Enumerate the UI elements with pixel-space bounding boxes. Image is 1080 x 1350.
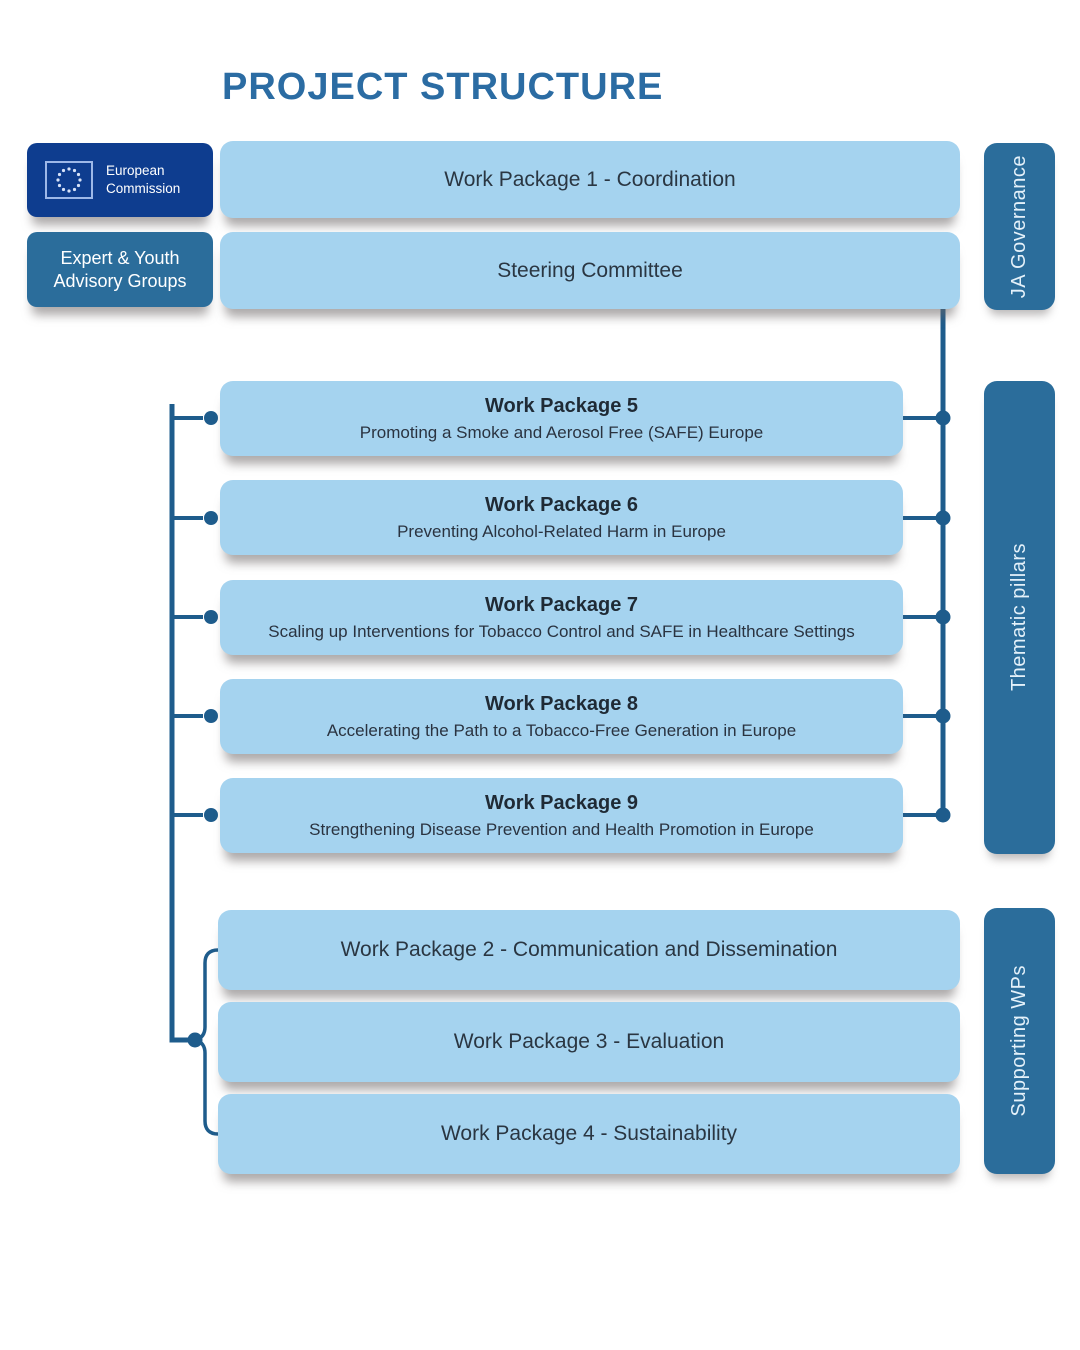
wp1-label: Work Package 1 - Coordination	[444, 167, 736, 191]
steering-committee-label: Steering Committee	[497, 258, 683, 282]
wp9-box: Work Package 9 Strengthening Disease Pre…	[220, 778, 903, 853]
european-commission-logo: European Commission	[27, 143, 213, 217]
wp5-title: Work Package 5	[484, 394, 639, 417]
thematic-pillars-label: Thematic pillars	[984, 381, 1055, 854]
wp6-box: Work Package 6 Preventing Alcohol-Relate…	[220, 480, 903, 555]
wp8-subtitle: Accelerating the Path to a Tobacco-Free …	[326, 720, 797, 740]
wp2-box: Work Package 2 - Communication and Disse…	[218, 910, 960, 990]
eu-flag-icon	[45, 161, 93, 199]
wp3-label: Work Package 3 - Evaluation	[453, 1030, 725, 1053]
page-title: PROJECT STRUCTURE	[222, 66, 664, 108]
eu-logo-line2: Commission	[106, 181, 181, 196]
wp9-subtitle: Strengthening Disease Prevention and Hea…	[309, 819, 814, 839]
wp8-title: Work Package 8	[484, 692, 639, 715]
steering-committee-box: Steering Committee	[220, 232, 960, 309]
ja-governance-label: JA Governance	[984, 143, 1055, 310]
wp5-box: Work Package 5 Promoting a Smoke and Aer…	[220, 381, 903, 456]
wp1-box: Work Package 1 - Coordination	[220, 141, 960, 218]
wp5-subtitle: Promoting a Smoke and Aerosol Free (SAFE…	[359, 422, 764, 442]
wp4-label: Work Package 4 - Sustainability	[440, 1122, 738, 1145]
wp6-subtitle: Preventing Alcohol-Related Harm in Europ…	[397, 521, 726, 541]
advisory-line2: Advisory Groups	[53, 270, 187, 291]
advisory-line1: Expert & Youth	[60, 248, 180, 268]
wp7-box: Work Package 7 Scaling up Interventions …	[220, 580, 903, 655]
eu-logo-text: European Commission	[106, 162, 180, 197]
wp2-label: Work Package 2 - Communication and Disse…	[340, 938, 838, 961]
wp7-title: Work Package 7	[484, 593, 639, 616]
advisory-groups-box: Expert & Youth Advisory Groups	[27, 232, 213, 307]
wp3-box: Work Package 3 - Evaluation	[218, 1002, 960, 1082]
supporting-wps-label: Supporting WPs	[984, 908, 1055, 1174]
wp7-subtitle: Scaling up Interventions for Tobacco Con…	[268, 621, 855, 641]
eu-logo-line1: European	[106, 163, 165, 179]
wp4-box: Work Package 4 - Sustainability	[218, 1094, 960, 1174]
wp8-box: Work Package 8 Accelerating the Path to …	[220, 679, 903, 754]
wp9-title: Work Package 9	[484, 791, 639, 814]
wp6-title: Work Package 6	[484, 493, 639, 516]
